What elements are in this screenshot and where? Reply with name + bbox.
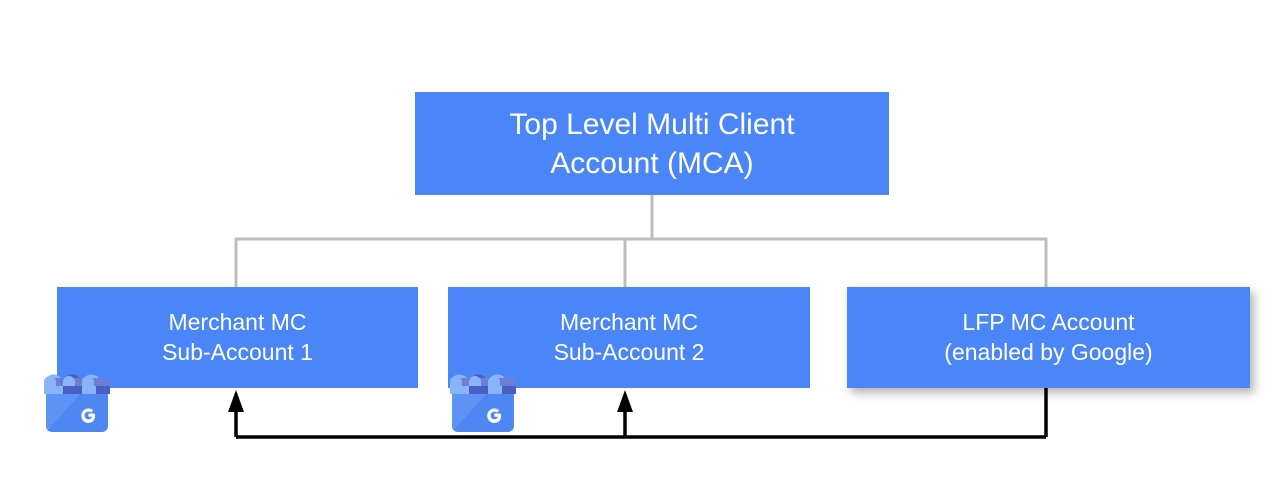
node-lfp-mc-account-label-line1: LFP MC Account bbox=[962, 308, 1135, 335]
feed-arrow-group bbox=[234, 388, 1048, 439]
storefront-body-sheen bbox=[452, 390, 490, 432]
node-lfp-mc-account-label-line2: (enabled by Google) bbox=[944, 338, 1153, 365]
node-top-level-mca-label-line2: Account (MCA) bbox=[550, 146, 754, 180]
node-merchant-mc-sub-account-2-label-line2: Sub-Account 2 bbox=[553, 338, 705, 365]
node-merchant-mc-sub-account-1-label-line1: Merchant MC bbox=[168, 308, 307, 335]
google-business-profile-icon bbox=[44, 374, 110, 432]
node-top-level-mca-label: Top Level Multi Client Account (MCA) bbox=[415, 105, 889, 183]
node-top-level-mca-label-line1: Top Level Multi Client bbox=[509, 107, 795, 141]
feed-arrowhead-sub1 bbox=[228, 390, 244, 412]
node-lfp-mc-account-label: LFP MC Account (enabled by Google) bbox=[847, 308, 1250, 368]
node-lfp-mc-account[interactable]: LFP MC Account (enabled by Google) bbox=[847, 287, 1250, 388]
storefront-awning bbox=[44, 374, 110, 394]
google-business-profile-icon bbox=[450, 374, 516, 432]
tree-connector-group bbox=[234, 192, 1048, 290]
google-g-glyph bbox=[487, 408, 502, 423]
node-merchant-mc-sub-account-2-label: Merchant MC Sub-Account 2 bbox=[448, 308, 810, 368]
node-merchant-mc-sub-account-1-label: Merchant MC Sub-Account 1 bbox=[57, 308, 418, 368]
google-g-glyph bbox=[81, 408, 96, 423]
storefront-awning bbox=[450, 374, 516, 394]
node-merchant-mc-sub-account-2[interactable]: Merchant MC Sub-Account 2 bbox=[448, 287, 810, 388]
node-top-level-mca[interactable]: Top Level Multi Client Account (MCA) bbox=[415, 92, 889, 195]
storefront-body-sheen bbox=[46, 390, 84, 432]
node-merchant-mc-sub-account-2-label-line1: Merchant MC bbox=[559, 308, 699, 335]
node-merchant-mc-sub-account-1-label-line2: Sub-Account 1 bbox=[162, 338, 313, 365]
feed-arrowhead-sub2 bbox=[617, 390, 633, 412]
node-merchant-mc-sub-account-1[interactable]: Merchant MC Sub-Account 1 bbox=[57, 287, 418, 388]
